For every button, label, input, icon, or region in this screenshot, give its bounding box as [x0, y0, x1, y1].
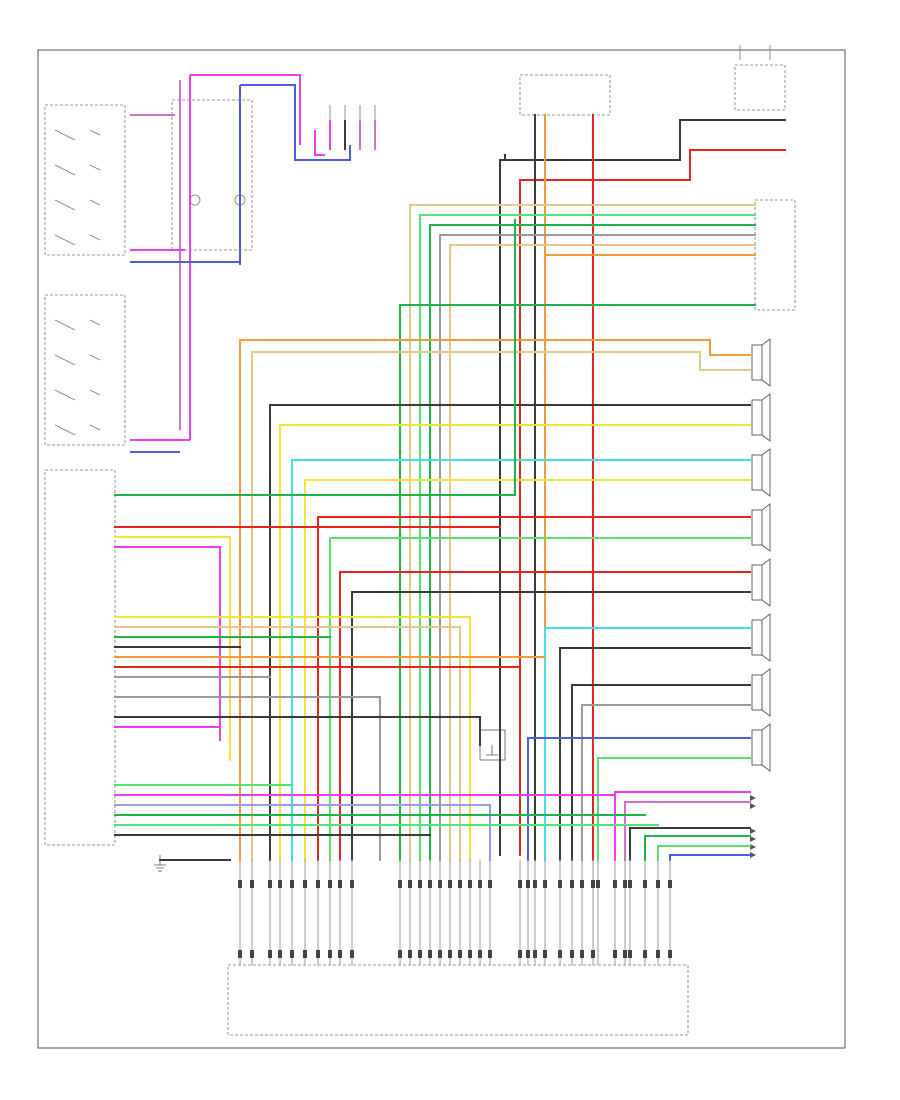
left-front-door-speaker: [751, 338, 771, 387]
radio-ground-symbol: [154, 855, 166, 872]
data-link-connector: [754, 199, 796, 311]
antenna-module: [519, 45, 786, 116]
steering-wheel-switch-right: [44, 294, 126, 446]
main-wires: [114, 114, 786, 966]
right-front-tweeter: [751, 558, 771, 607]
top-connector-pins: [329, 105, 376, 145]
top-harness-wires: [130, 74, 376, 453]
amplifier-pin-markers: [238, 880, 672, 958]
subwoofer: [751, 723, 771, 772]
left-rear-speaker: [751, 613, 771, 662]
left-front-tweeter: [751, 393, 771, 442]
rear-audio-connector: [750, 795, 756, 858]
speakers: [751, 338, 771, 772]
steering-wheel-switch-left: [44, 104, 126, 256]
radio: [44, 469, 116, 846]
amplifier: [227, 964, 689, 1036]
right-front-door-speaker: [751, 503, 771, 552]
diagram-frame: [37, 49, 846, 1049]
right-rear-speaker: [751, 668, 771, 717]
center-speaker: [751, 448, 771, 497]
ground-point: [479, 729, 506, 761]
